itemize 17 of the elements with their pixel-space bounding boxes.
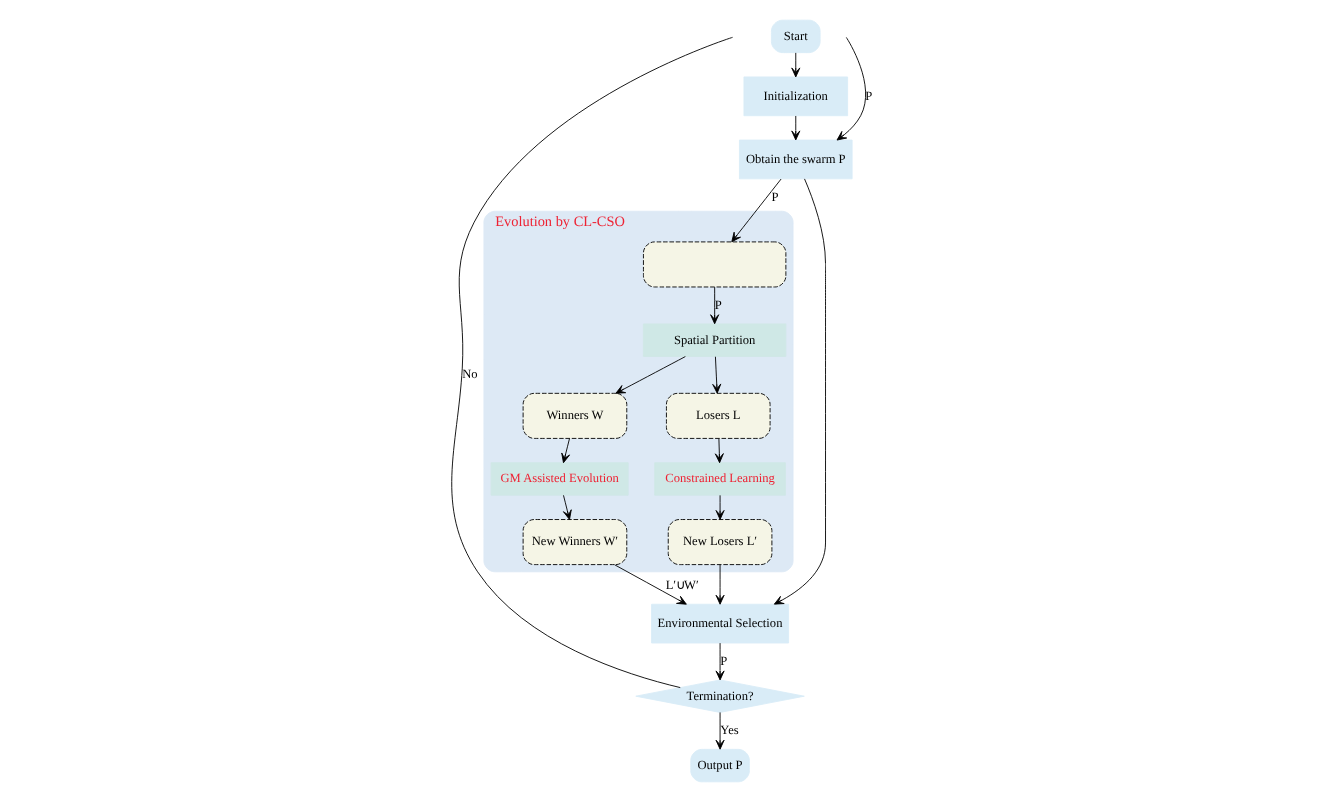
arrow [614, 564, 687, 605]
arrow [731, 178, 782, 243]
arrow [715, 494, 725, 520]
arrow [791, 52, 801, 78]
arrow [615, 356, 686, 394]
node-box [643, 241, 787, 288]
connector [451, 36, 733, 689]
arrow [715, 564, 725, 605]
arrow [714, 438, 724, 464]
arrow [715, 712, 725, 750]
arrow [712, 356, 722, 394]
arrow [562, 494, 572, 520]
arrow [791, 115, 801, 141]
arrow [773, 178, 826, 605]
arrow [710, 286, 720, 325]
arrow [561, 438, 571, 464]
arrow [715, 642, 725, 681]
